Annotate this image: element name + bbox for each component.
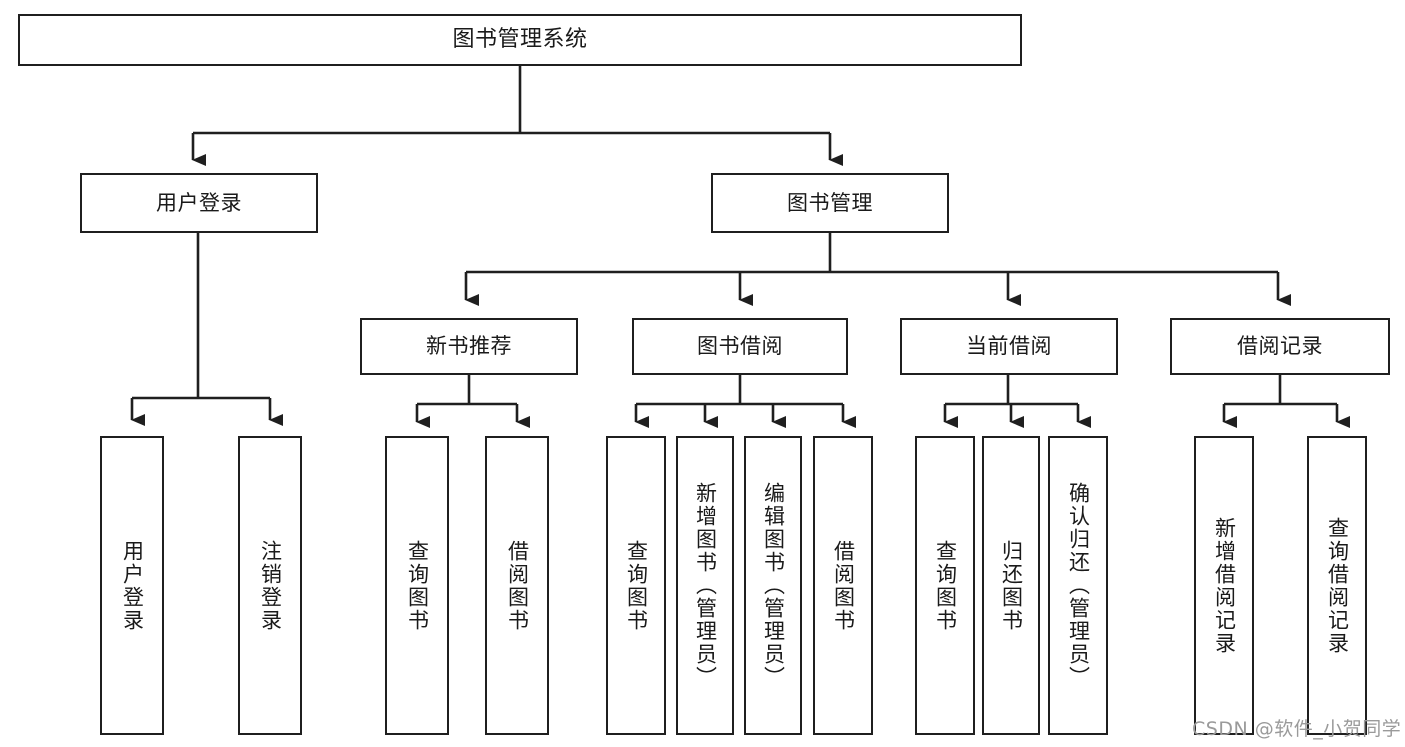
node-new-book-recommend[interactable]: 新书推荐: [360, 318, 578, 375]
node-leaf-return-book[interactable]: 归还图书: [982, 436, 1040, 735]
node-label: 编辑图书（管理员）: [761, 482, 786, 689]
node-label: 新增借阅记录: [1212, 516, 1237, 655]
node-leaf-add-borrow-record[interactable]: 新增借阅记录: [1194, 436, 1254, 735]
node-leaf-logout[interactable]: 注销登录: [238, 436, 302, 735]
node-label: 新书推荐: [426, 334, 512, 359]
node-leaf-add-book-admin[interactable]: 新增图书（管理员）: [676, 436, 734, 735]
node-label: 图书借阅: [697, 334, 783, 359]
node-label: 用户登录: [120, 539, 145, 632]
node-book-borrow[interactable]: 图书借阅: [632, 318, 848, 375]
node-book-management[interactable]: 图书管理: [711, 173, 949, 233]
node-label: 确认归还（管理员）: [1066, 482, 1091, 689]
node-label: 查询图书: [405, 539, 430, 632]
node-label: 借阅图书: [505, 539, 530, 632]
node-leaf-query-borrow-record[interactable]: 查询借阅记录: [1307, 436, 1367, 735]
node-label: 借阅图书: [831, 539, 856, 632]
node-user-login[interactable]: 用户登录: [80, 173, 318, 233]
node-label: 图书管理系统: [452, 27, 588, 53]
node-label: 当前借阅: [966, 334, 1052, 359]
node-label: 查询借阅记录: [1325, 516, 1350, 655]
node-label: 借阅记录: [1237, 334, 1323, 359]
node-root-book-management-system[interactable]: 图书管理系统: [18, 14, 1022, 66]
node-leaf-borrow-book-borrow[interactable]: 借阅图书: [813, 436, 873, 735]
csdn-watermark: CSDN @软件_小贺同学: [1192, 718, 1402, 740]
node-leaf-borrow-book-recommend[interactable]: 借阅图书: [485, 436, 549, 735]
node-leaf-confirm-return-admin[interactable]: 确认归还（管理员）: [1048, 436, 1108, 735]
node-label: 查询图书: [933, 539, 958, 632]
node-leaf-query-book-current[interactable]: 查询图书: [915, 436, 975, 735]
node-borrow-record[interactable]: 借阅记录: [1170, 318, 1390, 375]
node-leaf-query-book-recommend[interactable]: 查询图书: [385, 436, 449, 735]
node-current-borrow[interactable]: 当前借阅: [900, 318, 1118, 375]
node-label: 注销登录: [258, 539, 283, 632]
node-label: 图书管理: [787, 190, 873, 215]
node-label: 查询图书: [624, 539, 649, 632]
node-label: 归还图书: [999, 539, 1024, 632]
node-leaf-user-login[interactable]: 用户登录: [100, 436, 164, 735]
node-leaf-edit-book-admin[interactable]: 编辑图书（管理员）: [744, 436, 802, 735]
node-leaf-query-book-borrow[interactable]: 查询图书: [606, 436, 666, 735]
node-label: 用户登录: [156, 190, 242, 215]
node-label: 新增图书（管理员）: [693, 482, 718, 689]
